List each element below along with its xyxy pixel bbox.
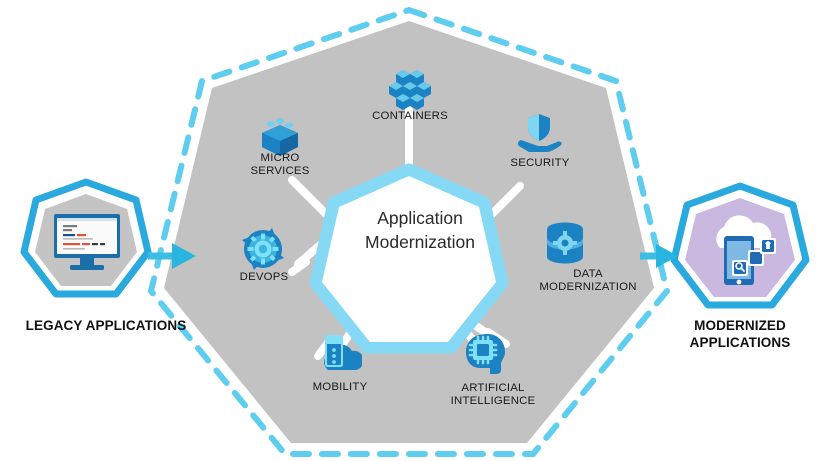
spoke-label-micro-line1: MICRO [260,152,300,164]
spoke-label-security: SECURITY [492,157,588,170]
app-tiles [732,238,776,276]
monitor-screen-text-lines [63,225,105,250]
legacy-applications-label-text: LEGACY APPLICATIONS [25,318,187,333]
rotation-arrows [242,228,284,270]
inner-heptagon-ring [309,163,509,354]
outer-heptagon-dashed-border [147,6,671,457]
legacy-applications-label: LEGACY APPLICATIONS [0,318,212,335]
spoke-label-containers: CONTAINERS [359,110,461,123]
spoke-label-data-modernization: DATA MODERNIZATION [523,268,653,295]
spoke-label-security-line1: SECURITY [510,157,570,169]
spoke-label-micro-services: MICRO SERVICES [230,152,330,179]
spoke-label-ai-line1: ARTIFICIAL [461,382,525,394]
shield-hand-icon [517,114,562,152]
hub-title-line2: Modernization [365,232,475,253]
spoke-label-artificial-intelligence: ARTIFICIAL INTELLIGENCE [437,382,549,409]
devops-gear-arrows-icon [242,228,284,270]
spoke-label-devops-line1: DEVOPS [239,271,289,283]
spoke-label-containers-line1: CONTAINERS [372,110,448,122]
spoke-label-micro-line2: SERVICES [250,165,310,178]
spoke-label-ai-line2: INTELLIGENCE [450,395,536,408]
hub-title: Application Modernization [330,206,510,254]
modernized-label-line2: APPLICATIONS [689,334,791,350]
modernized-applications-label: MODERNIZED APPLICATIONS [660,318,820,352]
lego-brick-icon [262,118,298,156]
cloud-mobile-apps-icon [716,215,776,285]
desktop-monitor-icon [54,214,120,270]
inner-heptagon-face [322,176,496,342]
modernized-label-line1: MODERNIZED [694,318,786,333]
containers-icon [389,70,431,110]
hub-title-line1: Application [377,208,463,228]
spoke-label-data-line1: DATA [573,268,603,280]
database-gear-icon [547,222,583,264]
spoke-label-mobility: MOBILITY [290,381,390,394]
spoke-label-devops: DEVOPS [216,271,312,284]
spoke-label-data-line2: MODERNIZATION [539,281,637,294]
arrow-hub-to-right [640,244,678,268]
arrow-left-to-hub [148,243,196,269]
spoke-label-mobility-line1: MOBILITY [312,381,368,393]
mobile-cloud-icon [324,335,362,370]
ai-brain-chip-icon [466,334,505,374]
